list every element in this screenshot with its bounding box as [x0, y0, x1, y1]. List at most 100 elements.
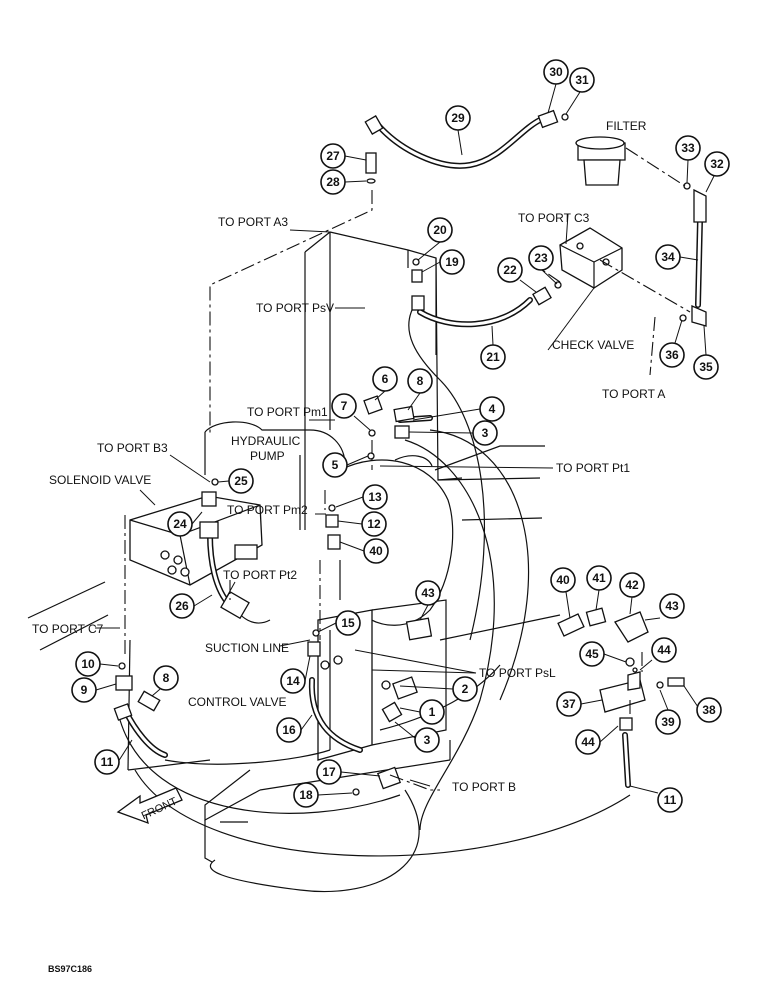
callout-9: 9	[71, 677, 117, 703]
svg-text:29: 29	[451, 111, 465, 125]
callout-5: 5	[322, 452, 369, 478]
hydraulic-pump	[204, 421, 346, 530]
callout-7: 7	[331, 393, 371, 431]
svg-text:1: 1	[429, 705, 436, 719]
label-to-port-b3: TO PORT B3	[97, 441, 168, 455]
callout-18: 18	[293, 782, 353, 808]
callout-32: 32	[704, 151, 730, 193]
svg-text:22: 22	[503, 263, 517, 277]
label-check-valve: CHECK VALVE	[552, 338, 634, 352]
callout-4: 4	[412, 396, 505, 422]
label-to-port-psv: TO PORT PsV	[256, 301, 334, 315]
svg-text:3: 3	[482, 426, 489, 440]
callout-23: 23	[528, 245, 558, 285]
callout-40a: 40	[339, 538, 389, 564]
callout-11a: 11	[94, 739, 133, 775]
svg-text:21: 21	[486, 350, 500, 364]
svg-text:3: 3	[424, 733, 431, 747]
callout-3a: 3	[408, 420, 498, 446]
front-arrow: FRONT	[116, 787, 183, 825]
fittings	[113, 109, 707, 796]
callout-28: 28	[320, 169, 367, 195]
svg-text:7: 7	[341, 399, 348, 413]
callout-38: 38	[683, 685, 722, 723]
callout-24: 24	[167, 511, 203, 537]
callout-22: 22	[497, 257, 537, 293]
callout-27: 27	[320, 143, 367, 169]
callout-34: 34	[655, 244, 699, 270]
callout-36: 36	[659, 319, 685, 368]
svg-text:9: 9	[81, 683, 88, 697]
svg-text:33: 33	[681, 141, 695, 155]
callout-44b: 44	[575, 725, 619, 755]
solenoid-valve-block	[129, 495, 263, 586]
svg-text:37: 37	[562, 697, 576, 711]
label-hydraulic-pump-2: PUMP	[250, 449, 285, 463]
callout-31: 31	[565, 67, 595, 115]
svg-text:45: 45	[585, 647, 599, 661]
label-leaders	[95, 213, 595, 787]
svg-text:11: 11	[101, 755, 114, 769]
callout-43a: 43	[415, 580, 441, 621]
svg-text:19: 19	[445, 255, 459, 269]
callout-6: 6	[372, 366, 398, 401]
svg-text:10: 10	[81, 657, 95, 671]
svg-text:5: 5	[332, 458, 339, 472]
svg-text:43: 43	[421, 586, 435, 600]
callout-8b: 8	[151, 665, 179, 697]
callout-30: 30	[543, 59, 569, 114]
svg-text:31: 31	[575, 73, 589, 87]
callout-12: 12	[337, 511, 387, 537]
svg-text:16: 16	[282, 723, 296, 737]
svg-text:18: 18	[299, 788, 313, 802]
callout-35: 35	[693, 325, 719, 380]
svg-text:4: 4	[489, 402, 496, 416]
check-valve	[559, 227, 623, 289]
svg-text:14: 14	[286, 674, 300, 688]
callout-40b: 40	[550, 567, 576, 619]
callout-17: 17	[316, 759, 381, 785]
callout-26: 26	[169, 593, 213, 619]
callout-3b: 3	[394, 721, 440, 753]
svg-text:23: 23	[534, 251, 548, 265]
callout-16: 16	[276, 714, 313, 743]
callout-2: 2	[399, 676, 478, 702]
label-to-port-c3: TO PORT C3	[518, 211, 590, 225]
svg-text:38: 38	[702, 703, 716, 717]
label-to-port-a3: TO PORT A3	[218, 215, 288, 229]
callout-45: 45	[579, 641, 627, 667]
svg-text:28: 28	[326, 175, 340, 189]
label-to-port-pm1: TO PORT Pm1	[247, 405, 328, 419]
svg-text:20: 20	[433, 223, 447, 237]
svg-text:36: 36	[665, 348, 679, 362]
callout-15: 15	[317, 610, 361, 636]
hoses	[119, 117, 703, 893]
callouts: 30 31 29 27 28 33 32 20 19 22 23 34 21 3…	[71, 59, 730, 813]
svg-text:25: 25	[234, 474, 248, 488]
callout-20: 20	[417, 217, 453, 261]
svg-text:2: 2	[462, 682, 469, 696]
svg-text:43: 43	[665, 599, 679, 613]
label-to-port-b: TO PORT B	[452, 780, 516, 794]
callout-19: 19	[421, 249, 465, 275]
svg-text:15: 15	[341, 616, 355, 630]
label-control-valve: CONTROL VALVE	[188, 695, 286, 709]
svg-text:12: 12	[367, 517, 381, 531]
label-to-port-pt1: TO PORT Pt1	[556, 461, 630, 475]
callout-11b: 11	[629, 785, 683, 813]
callout-25: 25	[217, 468, 254, 494]
svg-text:26: 26	[175, 599, 189, 613]
svg-text:34: 34	[661, 250, 675, 264]
svg-text:44: 44	[581, 735, 595, 749]
label-to-port-c7: TO PORT C7	[32, 622, 104, 636]
svg-text:40: 40	[556, 573, 570, 587]
svg-text:17: 17	[322, 765, 336, 779]
svg-text:6: 6	[382, 372, 389, 386]
svg-text:42: 42	[625, 578, 639, 592]
label-suction-line: SUCTION LINE	[205, 641, 289, 655]
label-figure-code: BS97C186	[48, 964, 92, 974]
callout-43b: 43	[644, 593, 685, 621]
callout-14: 14	[280, 655, 311, 694]
svg-text:24: 24	[173, 517, 187, 531]
